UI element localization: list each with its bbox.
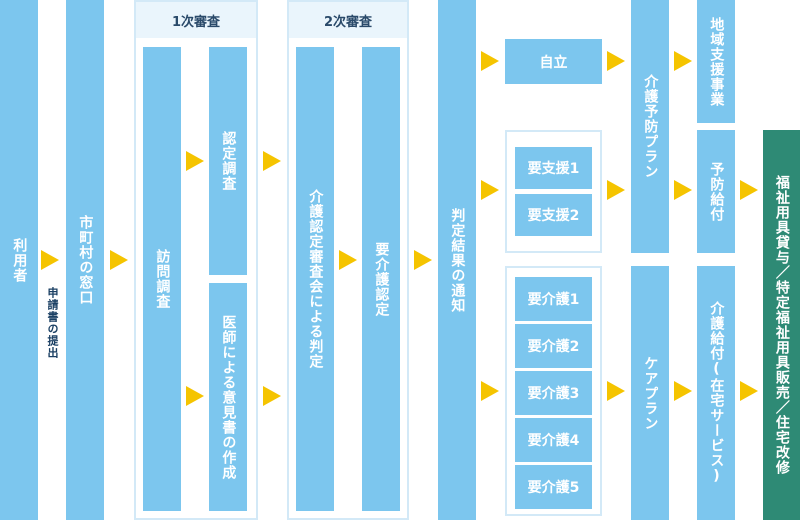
- flow-arrow: [481, 51, 499, 71]
- welfare-equipment-box: 福祉用具貸与／特定福祉用具販売／住宅改修: [763, 130, 800, 520]
- flow-arrow: [263, 386, 281, 406]
- care-level-1: 要介護1: [515, 277, 592, 321]
- flow-arrow: [740, 180, 758, 200]
- first-review-title: 1次審査: [136, 2, 256, 38]
- flow-arrow: [607, 180, 625, 200]
- prevention-plan-box: 介護予防プラン: [631, 0, 669, 253]
- flow-arrow: [186, 386, 204, 406]
- regional-support-box: 地域支援事業: [697, 0, 735, 123]
- independent-box: 自立: [505, 39, 602, 84]
- flow-arrow: [674, 180, 692, 200]
- care-benefit-box: 介護給付(在宅サービス): [697, 266, 735, 520]
- flow-arrow: [186, 151, 204, 171]
- flow-arrow: [674, 381, 692, 401]
- committee-box: 介護認定審査会による判定: [296, 47, 334, 511]
- cert-survey-box: 認定調査: [209, 47, 247, 275]
- flow-arrow: [674, 51, 692, 71]
- flow-arrow: [481, 180, 499, 200]
- flow-arrow: [339, 250, 357, 270]
- flow-arrow: [740, 381, 758, 401]
- visit-survey-box: 訪問調査: [143, 47, 181, 511]
- doctor-opinion-box: 医師による意見書の作成: [209, 283, 247, 511]
- care-level-3: 要介護3: [515, 371, 592, 415]
- flow-arrow: [607, 381, 625, 401]
- application-label: 申請書の提出: [46, 287, 59, 359]
- care-plan-box: ケアプラン: [631, 266, 669, 520]
- care-cert-box: 要介護認定: [362, 47, 400, 511]
- care-level-4: 要介護4: [515, 418, 592, 462]
- flow-arrow: [41, 250, 59, 270]
- result-notice-box: 判定結果の通知: [438, 0, 476, 520]
- flow-arrow: [607, 51, 625, 71]
- second-review-title: 2次審査: [289, 2, 407, 38]
- flow-arrow: [414, 250, 432, 270]
- flow-arrow: [481, 381, 499, 401]
- flow-arrow: [263, 151, 281, 171]
- care-level-5: 要介護5: [515, 465, 592, 509]
- city-window-box: 市町村の窓口: [66, 0, 104, 520]
- support-level-1: 要支援1: [515, 147, 592, 189]
- care-level-2: 要介護2: [515, 324, 592, 368]
- support-level-2: 要支援2: [515, 194, 592, 236]
- prevention-benefit-box: 予防給付: [697, 130, 735, 253]
- flow-arrow: [110, 250, 128, 270]
- user-box: 利用者: [0, 0, 38, 520]
